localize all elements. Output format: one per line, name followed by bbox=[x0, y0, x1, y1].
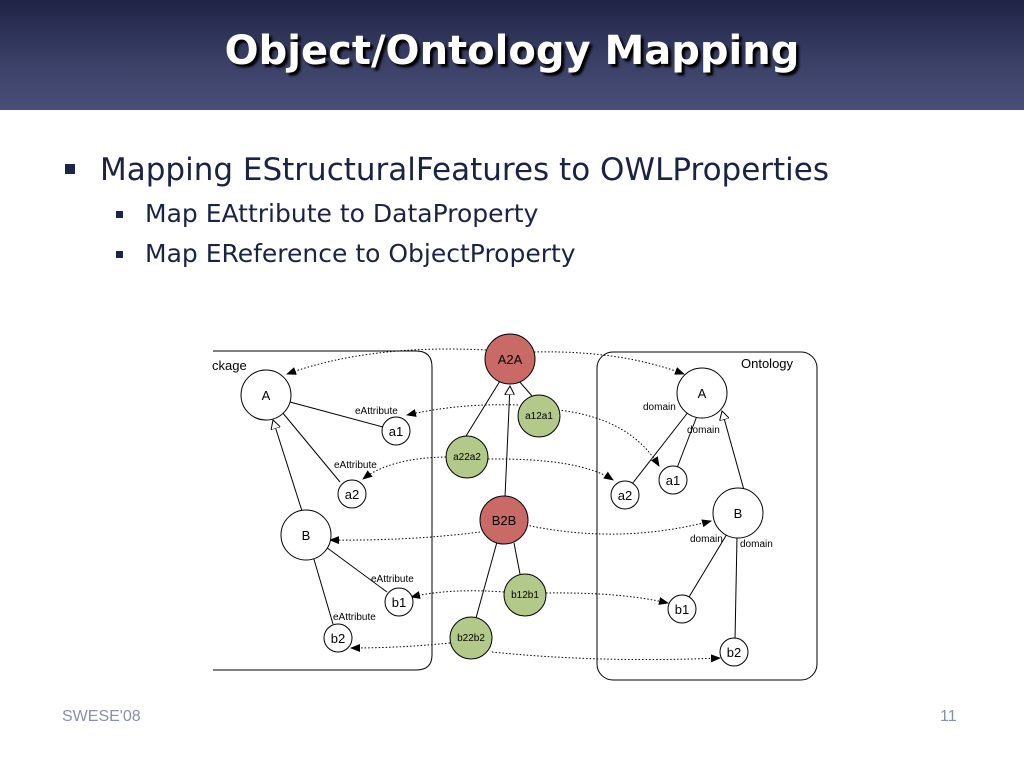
node-label: b2 bbox=[331, 631, 345, 646]
node-label: b1 bbox=[392, 595, 406, 610]
edge-label-eattribute: eAttribute bbox=[333, 612, 376, 623]
edge-A-a1 bbox=[289, 401, 384, 428]
bullet-main-text: Mapping EStructuralFeatures to OWLProper… bbox=[100, 152, 830, 188]
edge-B2B-b12b1 bbox=[513, 542, 521, 575]
mapping-node-A2A: A2A bbox=[484, 333, 536, 385]
node-label: a2 bbox=[618, 488, 632, 503]
bullet-marker bbox=[116, 251, 123, 258]
bullet-sub-1-text: Map EAttribute to DataProperty bbox=[145, 199, 539, 228]
ontology-label: Ontology bbox=[741, 356, 794, 371]
node-label: B bbox=[734, 506, 743, 521]
node-label: A2A bbox=[498, 352, 523, 367]
inherit-oB-oA bbox=[722, 411, 745, 491]
node-label: a1 bbox=[666, 473, 680, 488]
node-label: A bbox=[262, 388, 271, 403]
edge-label-domain: domain bbox=[740, 539, 773, 550]
map-arrow-A2A-A bbox=[286, 348, 487, 375]
edge-oB-ob2 bbox=[734, 536, 738, 641]
ontology-node-B: B bbox=[712, 487, 764, 539]
bullet-marker bbox=[65, 164, 75, 174]
edge-label-eattribute: eAttribute bbox=[355, 406, 398, 417]
title-bar bbox=[0, 0, 1024, 110]
node-label: A bbox=[698, 386, 707, 401]
package-node-a2: a2 bbox=[337, 479, 367, 509]
node-label: a22a2 bbox=[453, 452, 481, 463]
node-label: B bbox=[302, 528, 311, 543]
node-label: a1 bbox=[389, 424, 403, 439]
mapping-node-b12b1: b12b1 bbox=[503, 573, 547, 617]
edge-B-b1 bbox=[325, 546, 388, 593]
ontology-node-a2: a2 bbox=[610, 480, 640, 510]
package-node-a1: a1 bbox=[381, 416, 411, 446]
edge-label-eattribute: eAttribute bbox=[334, 460, 377, 471]
node-label: a12a1 bbox=[525, 411, 553, 422]
node-label: B2B bbox=[492, 513, 517, 528]
map-arrow-b12b1-ob1 bbox=[545, 592, 669, 605]
mapping-node-b22b2: b22b2 bbox=[449, 616, 493, 660]
map-arrow-B2B-B bbox=[329, 531, 481, 545]
edge-oB-ob1 bbox=[688, 533, 728, 598]
map-arrow-b22b2-b2 bbox=[350, 642, 451, 652]
mapping-node-B2B: B2B bbox=[479, 495, 529, 545]
edge-B-b2 bbox=[312, 555, 334, 625]
package-node-A: A bbox=[240, 369, 292, 421]
map-arrow-b22b2-ob2 bbox=[491, 651, 721, 663]
package-label: ckage bbox=[212, 358, 247, 373]
edge-oA-oa1 bbox=[676, 415, 698, 469]
node-label: b2 bbox=[727, 645, 741, 660]
edge-oA-oa2 bbox=[631, 410, 690, 485]
edge-label-eattribute: eAttribute bbox=[371, 574, 414, 585]
mapping-node-a22a2: a22a2 bbox=[445, 435, 489, 479]
bullet-sub-2-text: Map EReference to ObjectProperty bbox=[145, 239, 576, 268]
package-node-b2: b2 bbox=[323, 623, 353, 653]
edge-A-a2 bbox=[281, 411, 341, 483]
footer-conference: SWESE'08 bbox=[62, 708, 141, 725]
package-box bbox=[213, 350, 433, 671]
edge-label-domain: domain bbox=[643, 402, 676, 413]
edge-A2A-a12a1 bbox=[518, 380, 533, 397]
bullet-marker bbox=[116, 211, 123, 218]
node-label: b1 bbox=[675, 602, 689, 617]
package-node-B: B bbox=[280, 509, 332, 561]
page-number: 11 bbox=[940, 708, 957, 725]
node-label: b12b1 bbox=[511, 590, 539, 601]
map-arrow-a12a1-oa1 bbox=[557, 409, 660, 467]
inherit-B-A bbox=[273, 420, 303, 512]
map-arrow-b12b1-b1 bbox=[410, 590, 505, 599]
node-label: b22b2 bbox=[457, 633, 485, 644]
ontology-node-b2: b2 bbox=[719, 637, 749, 667]
inherit-B2B-A2A bbox=[504, 386, 510, 498]
package-node-b1: b1 bbox=[384, 587, 414, 617]
slide-title: Object/Ontology Mapping bbox=[224, 28, 800, 74]
node-label: a2 bbox=[345, 487, 359, 502]
ontology-node-a1: a1 bbox=[658, 465, 688, 495]
bullet-main: Mapping EStructuralFeatures to OWLProper… bbox=[62, 148, 829, 194]
ontology-node-b1: b1 bbox=[667, 594, 697, 624]
ontology-box bbox=[596, 351, 818, 681]
edge-A2A-a22a2 bbox=[465, 380, 501, 437]
map-arrow-a12a1-a1 bbox=[406, 404, 519, 417]
ontology-node-A: A bbox=[676, 367, 728, 419]
bullet-sub-1: Map EAttribute to DataProperty bbox=[62, 194, 829, 234]
map-arrow-a22a2-oa2 bbox=[487, 458, 614, 481]
bullet-sub-2: Map EReference to ObjectProperty bbox=[62, 234, 829, 274]
bullet-list: Mapping EStructuralFeatures to OWLProper… bbox=[62, 148, 829, 274]
edge-label-domain: domain bbox=[687, 425, 720, 436]
map-arrow-a22a2-a2 bbox=[362, 456, 447, 480]
map-arrow-B2B-oB bbox=[525, 519, 712, 535]
map-arrow-A2A-oA bbox=[533, 351, 685, 375]
edge-B2B-b22b2 bbox=[475, 541, 498, 619]
edge-label-domain: domain bbox=[690, 534, 723, 545]
mapping-node-a12a1: a12a1 bbox=[517, 394, 561, 438]
